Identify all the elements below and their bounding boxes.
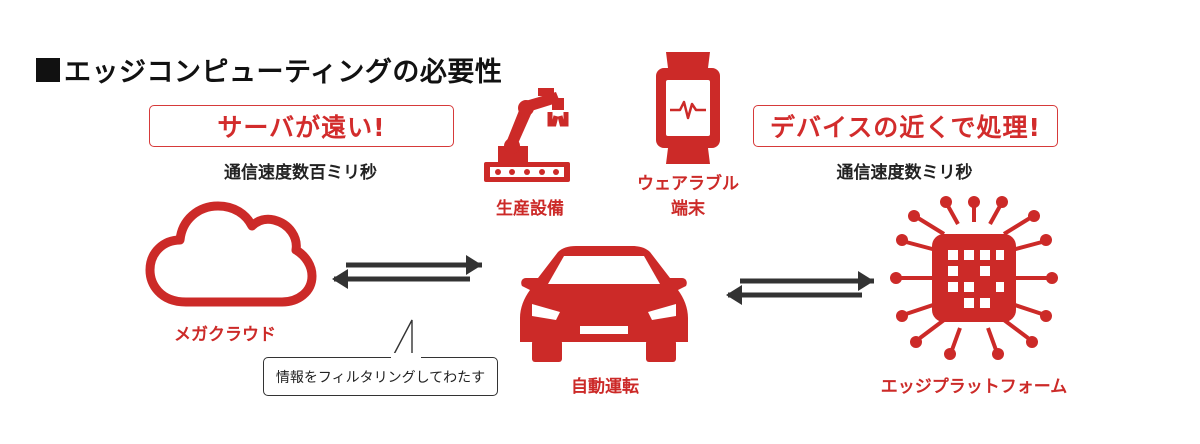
- cloud-label: メガクラウド: [174, 325, 276, 345]
- factory-label: 生産設備: [496, 199, 564, 219]
- cloud-icon: [145, 201, 317, 307]
- page-title: エッジコンピューティングの必要性: [36, 50, 502, 89]
- right-subtitle: 通信速度数ミリ秒: [836, 163, 973, 183]
- robot-arm-icon: [484, 88, 570, 182]
- left-callout: サーバが遠い!: [149, 105, 454, 147]
- edge-platform-label: エッジプラットフォーム: [880, 377, 1068, 397]
- wearable-label: ウェアラブル 端末: [628, 172, 748, 222]
- smartwatch-icon: [656, 52, 720, 164]
- double-arrow-icon: [332, 255, 482, 289]
- chip-icon: [890, 196, 1058, 360]
- double-arrow-icon-right: [726, 271, 874, 305]
- car-label: 自動運転: [571, 377, 639, 397]
- wearable-label-line1: ウェアラブル: [637, 174, 739, 194]
- right-callout: デバイスの近くで処理!: [753, 105, 1058, 147]
- speech-bubble: 情報をフィルタリングしてわたす: [263, 357, 498, 396]
- page-title-text: エッジコンピューティングの必要性: [64, 57, 503, 88]
- speech-bubble-joint: [391, 353, 421, 359]
- left-subtitle: 通信速度数百ミリ秒: [224, 163, 377, 183]
- title-square-icon: [36, 57, 60, 82]
- car-icon: [520, 246, 688, 362]
- wearable-label-line2: 端末: [671, 199, 705, 219]
